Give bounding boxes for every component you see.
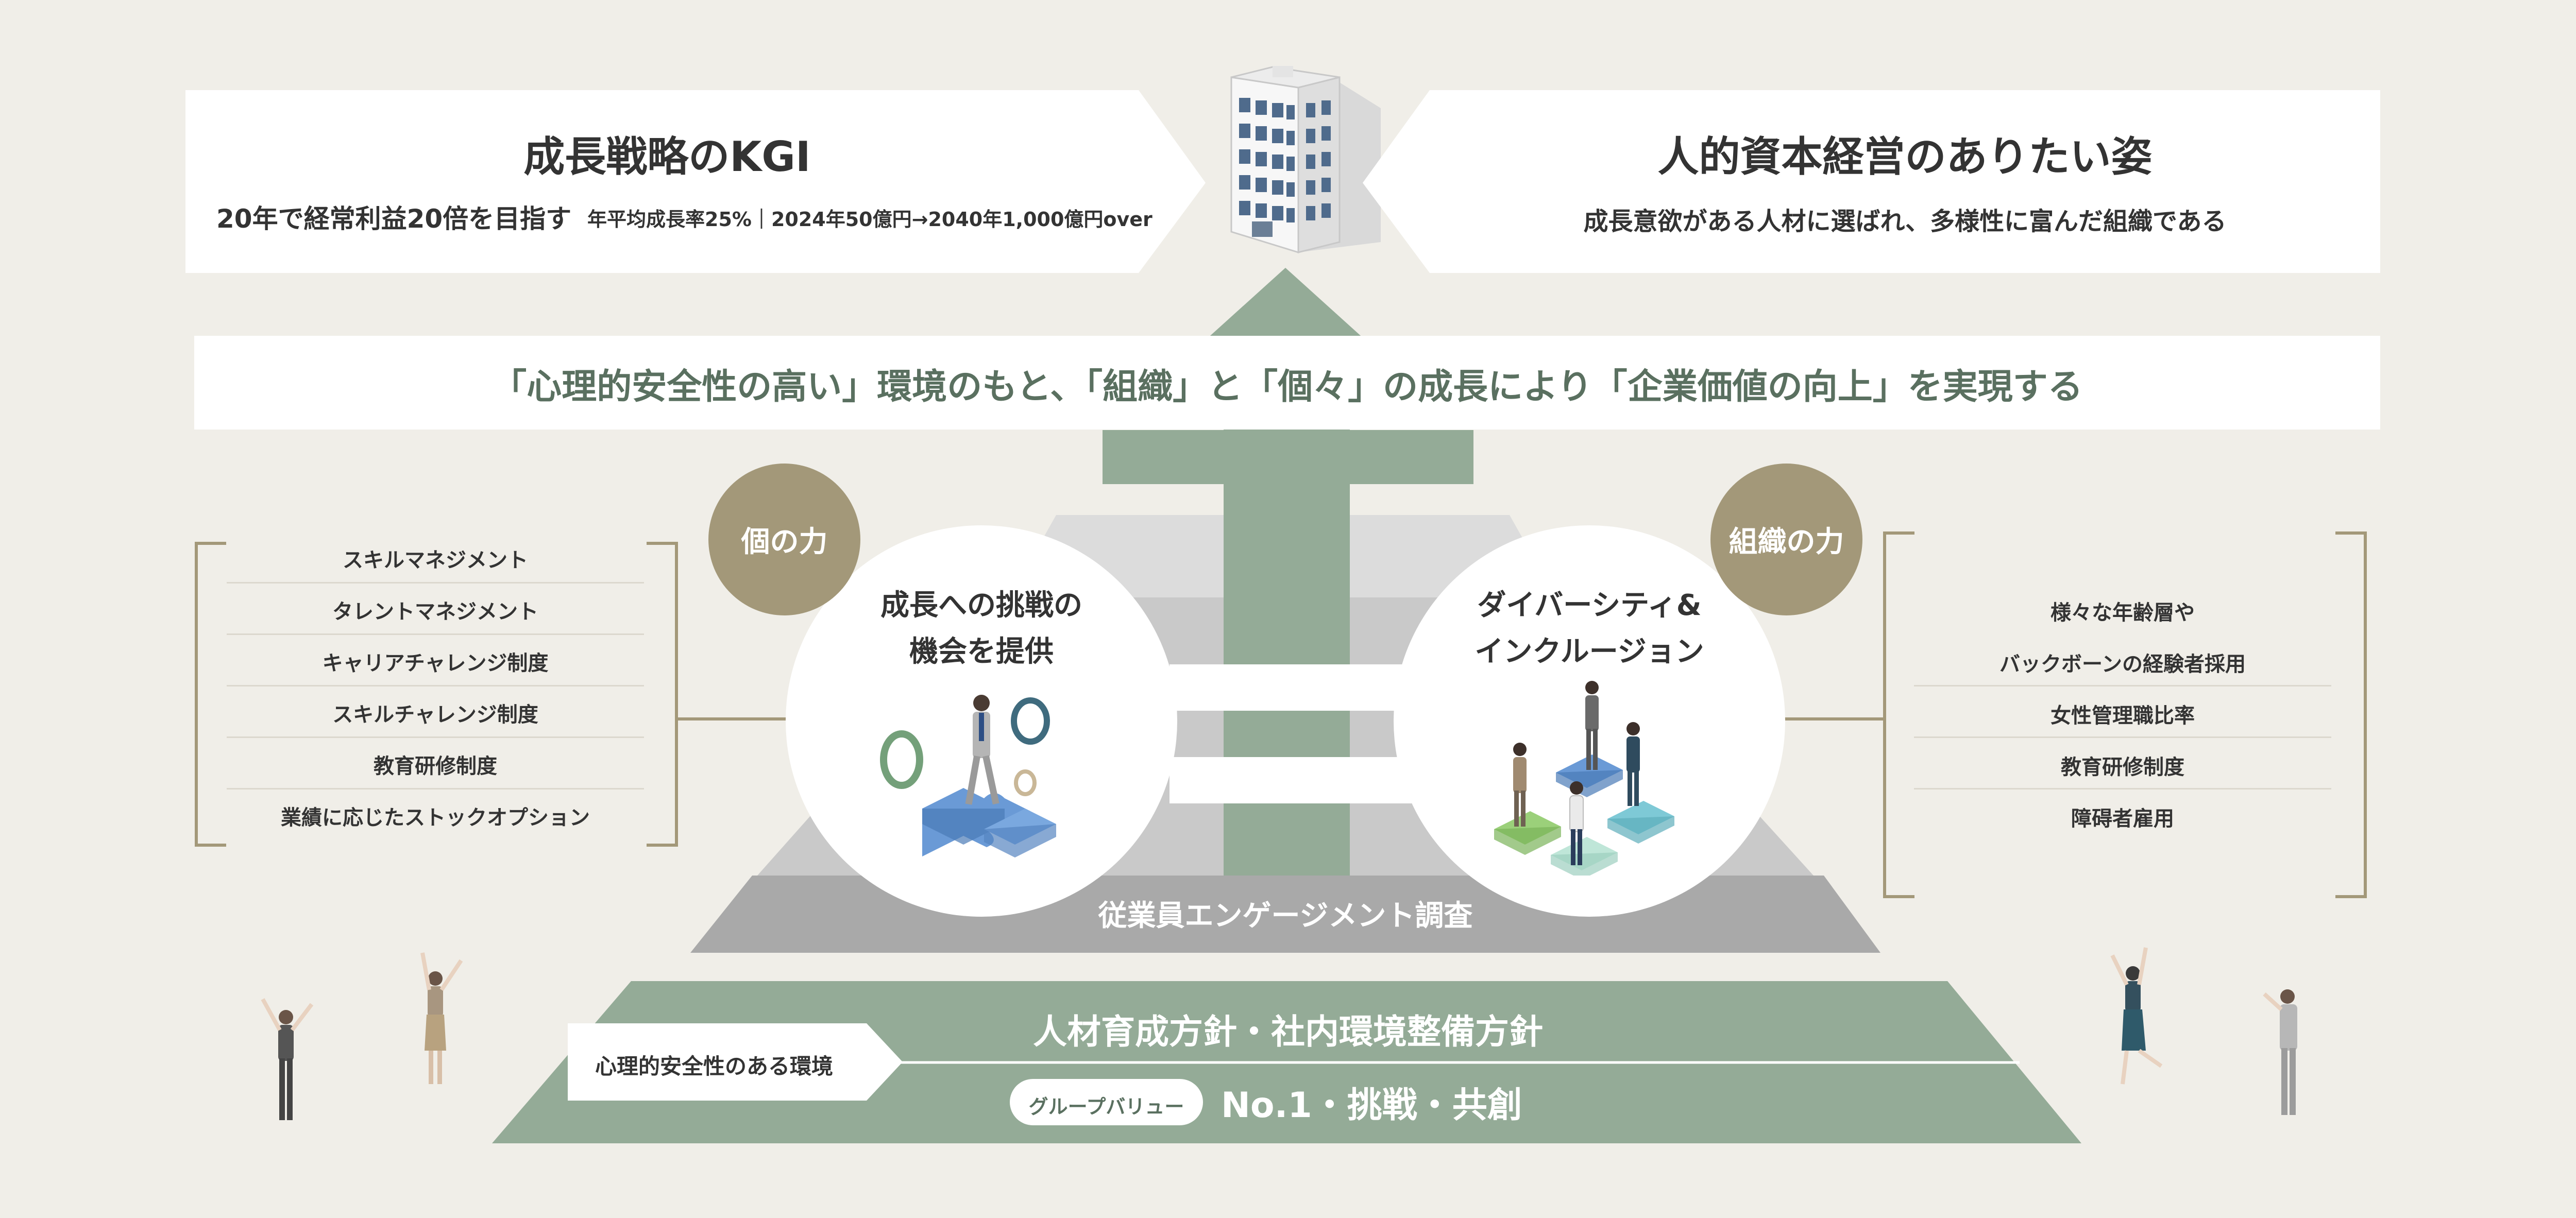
organization-circle-title-1: ダイバーシティ& — [1477, 589, 1702, 622]
kgi-main: 20年で経常利益20倍を目指す — [216, 204, 572, 234]
individual-circle-title-2: 機会を提供 — [909, 635, 1054, 668]
list-divider — [1914, 685, 2331, 687]
safety-label: 心理的安全性のある環境 — [595, 1054, 834, 1079]
list-item: スキルチャレンジ制度 — [332, 703, 538, 727]
person-left-1-icon — [261, 998, 314, 1120]
growth-illustration — [880, 695, 1056, 857]
person-left-2-icon — [420, 952, 463, 1084]
organization-badge: 組織の力 — [1710, 464, 1862, 615]
right-bracket-inner — [1883, 531, 1914, 898]
engagement-label: 従業員エンゲージメント調査 — [1098, 899, 1473, 933]
organization-circle-title-2: インクルージョン — [1475, 635, 1704, 668]
list-item: 様々な年齢層や — [2050, 601, 2195, 625]
left-bracket-inner — [647, 542, 678, 847]
list-divider — [227, 685, 644, 687]
list-item: スキルマネジメント — [343, 548, 528, 572]
right-bracket — [2335, 531, 2367, 898]
list-item: 女性管理職比率 — [2050, 704, 2195, 728]
list-divider — [227, 788, 644, 790]
kgi-box — [185, 90, 1206, 273]
list-item: 業績に応じたストックオプション — [281, 806, 590, 830]
list-item: バックボーンの経験者採用 — [1999, 653, 2246, 676]
list-item: キャリアチャレンジ制度 — [322, 651, 549, 675]
list-divider — [1914, 736, 2331, 738]
connector-band-bottom — [1170, 757, 1412, 803]
list-divider — [227, 582, 644, 584]
connector-band-top — [1170, 664, 1412, 711]
individual-badge: 個の力 — [708, 464, 860, 615]
list-item: 教育研修制度 — [2061, 756, 2184, 779]
vision-box — [1363, 90, 2380, 273]
person-right-1-icon — [2110, 947, 2163, 1085]
list-item: 障碍者雇用 — [2071, 807, 2174, 831]
vision-subtitle: 成長意欲がある人材に選ばれ、多様性に富んだ組織である — [1583, 207, 2227, 236]
kgi-detail: 年平均成長率25%｜2024年50億円→2040年1,000億円over — [587, 208, 1153, 231]
values-label: グループバリュー — [1028, 1095, 1184, 1118]
mission-banner — [194, 336, 2380, 430]
mission-text: 「心理的安全性の高い」環境のもと、「組織」と「個々」の成長により「企業価値の向上… — [492, 367, 2083, 407]
list-divider — [1914, 788, 2331, 790]
list-item: タレントマネジメント — [332, 600, 538, 624]
diversity-illustration — [1494, 681, 1674, 876]
vision-title: 人的資本経営のありたい姿 — [1657, 133, 2153, 181]
right-connector — [1783, 717, 1883, 720]
left-bracket — [195, 542, 226, 847]
values-text: No.1・挑戦・共創 — [1221, 1085, 1522, 1126]
values-pill — [1010, 1079, 1203, 1125]
left-connector — [678, 717, 786, 720]
kgi-title: 成長戦略のKGI — [523, 133, 811, 181]
list-divider — [227, 633, 644, 635]
growth-arrow — [1103, 268, 1473, 876]
safety-tag — [568, 1023, 903, 1101]
individual-circle-title-1: 成長への挑戦の — [880, 589, 1082, 622]
list-divider — [227, 736, 644, 738]
person-right-2-icon — [2263, 989, 2297, 1115]
list-item: 教育研修制度 — [374, 754, 497, 778]
building-icon — [1230, 66, 1381, 254]
base-policy: 人材育成方針・社内環境整備方針 — [1033, 1012, 1543, 1052]
